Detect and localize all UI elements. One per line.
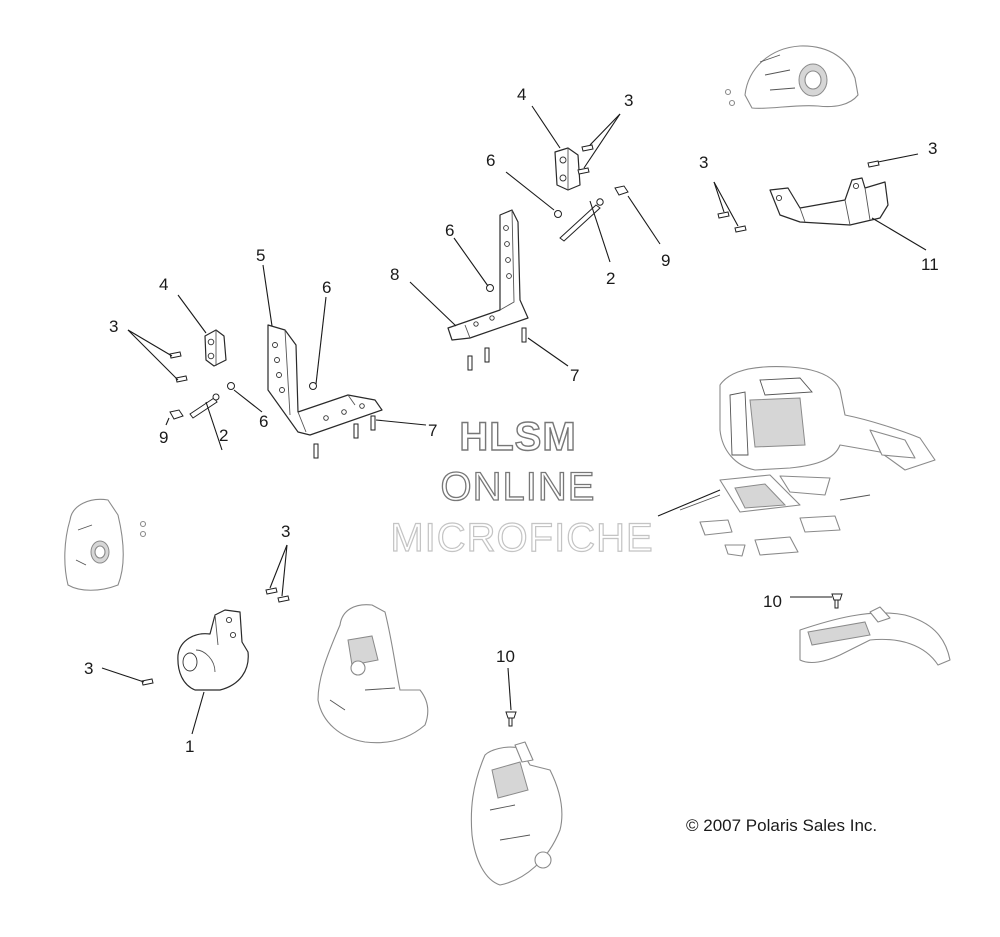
fastener-studs xyxy=(189,198,604,419)
leader-lines xyxy=(101,105,927,735)
callout-10: 10 xyxy=(763,592,782,611)
callout-3: 3 xyxy=(699,153,708,172)
part-4-bracket-left xyxy=(204,329,227,367)
watermark-line-3: MICROFICHE xyxy=(390,516,653,560)
callout-2: 2 xyxy=(606,269,615,288)
callout-4: 4 xyxy=(517,85,526,104)
callout-4: 4 xyxy=(159,275,168,294)
callout-3: 3 xyxy=(84,659,93,678)
ghost-foot-well xyxy=(799,606,951,666)
callout-6: 6 xyxy=(259,412,268,431)
callout-3: 3 xyxy=(928,139,937,158)
callout-11: 11 xyxy=(921,255,939,274)
callout-5: 5 xyxy=(256,246,265,265)
fastener-bolts-7 xyxy=(313,327,527,459)
part-1-headlight-bracket xyxy=(177,609,249,691)
part-4-bracket-upper xyxy=(554,147,581,191)
copyright-notice: © 2007 Polaris Sales Inc. xyxy=(686,816,877,835)
ghost-fender-center xyxy=(317,604,429,744)
callout-1: 1 xyxy=(185,737,194,756)
watermark-line-2: ONLINE xyxy=(441,465,596,509)
part-8-mounting-bracket xyxy=(447,209,529,341)
ghost-headlight-right xyxy=(724,45,859,109)
part-11-headlight-bracket xyxy=(769,177,889,226)
callout-8: 8 xyxy=(390,265,399,284)
callout-7: 7 xyxy=(570,366,579,385)
fastener-bolts xyxy=(227,210,562,390)
callout-6: 6 xyxy=(445,221,454,240)
callout-10: 10 xyxy=(496,647,515,666)
callout-6: 6 xyxy=(322,278,331,297)
callout-7: 7 xyxy=(428,421,437,440)
callout-3: 3 xyxy=(281,522,290,541)
callout-9: 9 xyxy=(159,428,168,447)
fastener-rivets xyxy=(505,593,843,727)
callout-3: 3 xyxy=(624,91,633,110)
callout-3: 3 xyxy=(109,317,118,336)
fastener-screws xyxy=(141,144,880,686)
callout-labels: 4 3 6 3 3 9 2 11 6 8 7 5 6 4 3 9 2 6 7 3… xyxy=(84,85,939,756)
ghost-body-assembly xyxy=(679,366,936,557)
part-5-mounting-bracket xyxy=(267,324,383,436)
watermark-line-1: HLSM xyxy=(459,415,576,459)
callout-9: 9 xyxy=(661,251,670,270)
callout-6: 6 xyxy=(486,151,495,170)
callout-2: 2 xyxy=(219,426,228,445)
fastener-nuts xyxy=(169,185,629,420)
watermark: HLSM ONLINE MICROFICHE xyxy=(390,414,654,560)
ghost-fender-bottom xyxy=(470,741,563,886)
ghost-headlight-left xyxy=(64,498,147,591)
